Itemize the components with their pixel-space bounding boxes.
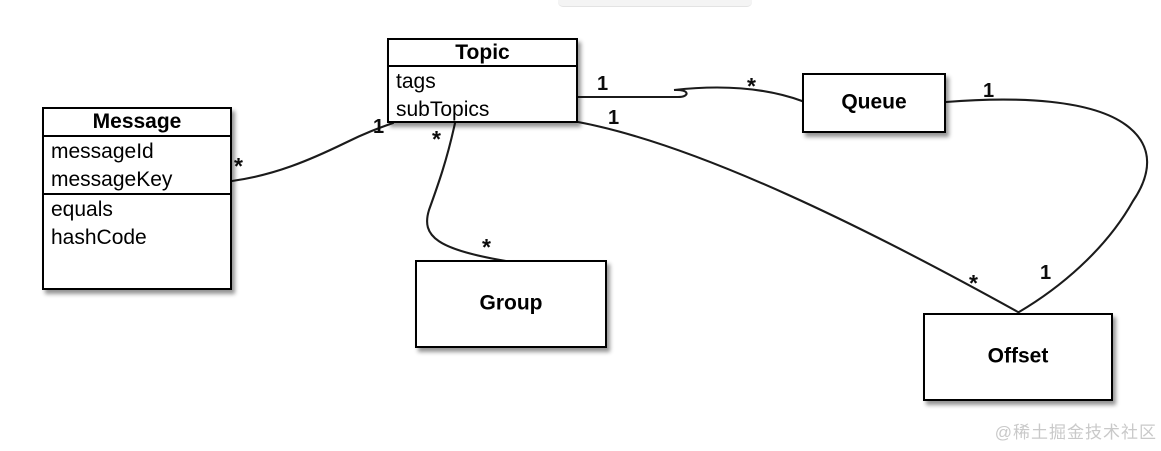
association-line-message-topic	[230, 121, 395, 183]
class-box-group: Group	[415, 260, 607, 348]
class-box-offset: Offset	[923, 313, 1113, 401]
class-methods-message: equals hashCode	[44, 195, 230, 252]
multiplicity-topic-end-of-message: 1	[373, 116, 385, 138]
multiplicity-queue-end: *	[747, 73, 756, 99]
attribute: messageId	[51, 140, 154, 163]
attribute: tags	[396, 70, 436, 93]
class-title-message: Message	[44, 109, 230, 137]
class-box-message: Message messageId messageKey equals hash…	[42, 107, 232, 290]
multiplicity-topic-end-of-offset: 1	[608, 107, 620, 129]
multiplicity-offset-end-of-topic: *	[969, 270, 978, 296]
class-title-queue: Queue	[841, 90, 907, 114]
attribute: messageKey	[51, 168, 173, 191]
association-line-topic-offset	[576, 120, 1020, 314]
class-box-queue: Queue	[802, 73, 946, 133]
class-title-group: Group	[479, 291, 543, 315]
association-line-topic-group	[426, 121, 514, 264]
multiplicity-topic-end-of-queue: 1	[597, 73, 609, 95]
association-line-queue-offset	[944, 98, 1149, 314]
method: equals	[51, 198, 113, 221]
multiplicity-group-end: *	[482, 234, 491, 260]
class-attributes-message: messageId messageKey	[44, 137, 230, 195]
class-title-offset: Offset	[987, 344, 1049, 368]
multiplicity-offset-end-of-queue: 1	[1040, 262, 1052, 284]
watermark-text: @稀土掘金技术社区	[994, 423, 1157, 442]
attribute: subTopics	[396, 98, 490, 121]
method: hashCode	[51, 226, 147, 249]
multiplicity-queue-end-of-offset: 1	[983, 80, 995, 102]
cropped-toolbar-remnant	[558, 0, 752, 7]
class-attributes-topic: tags subTopics	[389, 67, 576, 124]
multiplicity-topic-end-of-group: *	[432, 126, 441, 152]
association-line-topic-queue	[576, 86, 804, 103]
class-title-topic: Topic	[389, 40, 576, 67]
class-box-topic: Topic tags subTopics	[387, 38, 578, 123]
multiplicity-message-end: *	[234, 153, 243, 179]
